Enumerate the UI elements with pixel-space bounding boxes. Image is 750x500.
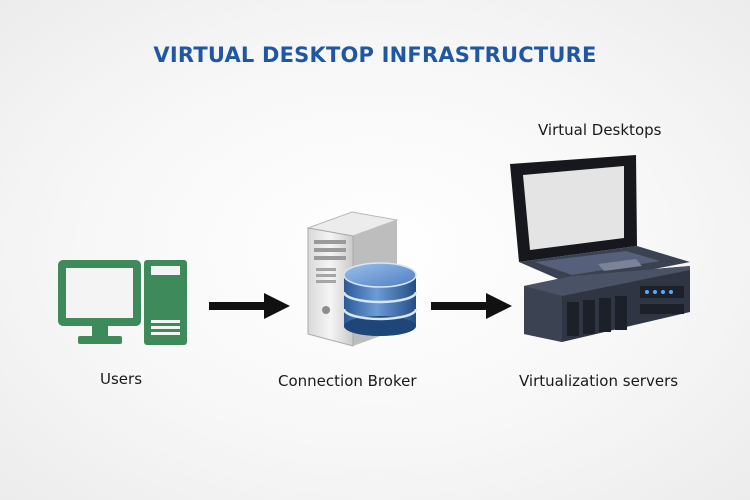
label-virtualization-servers: Virtualization servers (519, 372, 679, 390)
desktop-computer-icon (58, 260, 187, 345)
database-icon (342, 262, 418, 336)
arrow-right-icon (431, 293, 512, 319)
diagram-title: VIRTUAL DESKTOP INFRASTRUCTURE (153, 43, 597, 67)
laptop-icon (510, 155, 690, 285)
label-connection-broker: Connection Broker (278, 372, 417, 390)
arrow-right-icon (209, 293, 290, 319)
label-virtual-desktops: Virtual Desktops (538, 121, 662, 139)
rack-server-icon (524, 266, 690, 342)
label-users: Users (100, 370, 143, 388)
